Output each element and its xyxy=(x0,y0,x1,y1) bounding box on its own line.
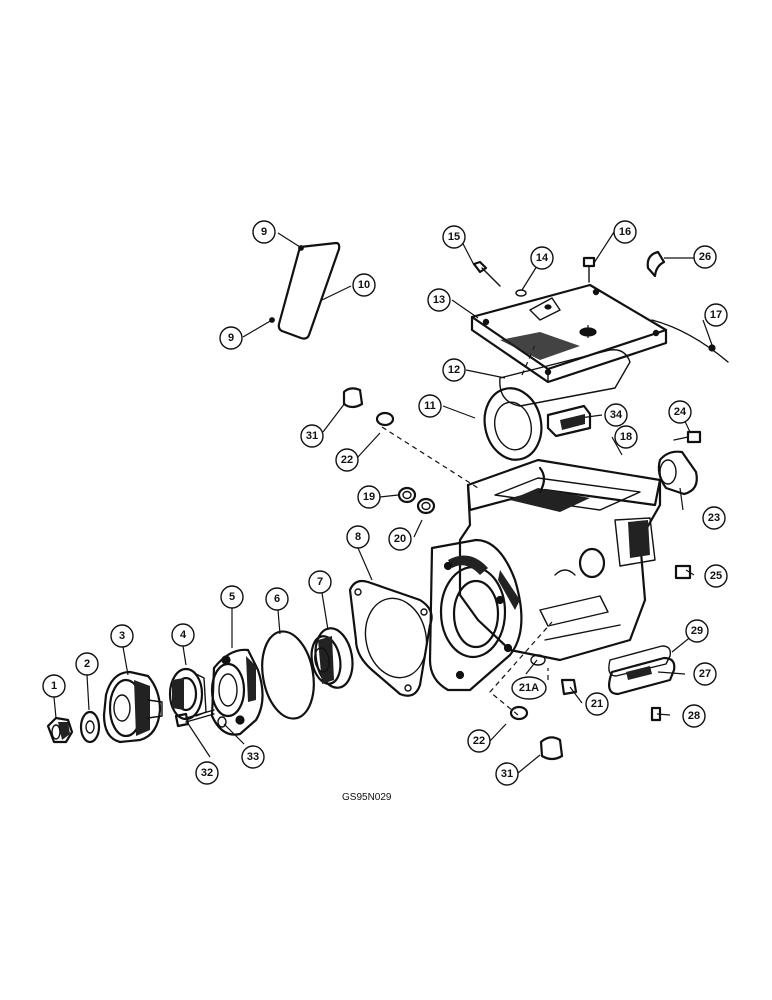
callout-3-label: 3 xyxy=(119,630,125,642)
callout-11-label: 11 xyxy=(424,400,436,412)
callout-4: 4 xyxy=(171,623,195,647)
callout-21: 21 xyxy=(585,692,609,716)
callout-28: 28 xyxy=(682,704,706,728)
bearing-7 xyxy=(310,627,354,689)
callout-23: 23 xyxy=(702,506,726,530)
callout-18-label: 18 xyxy=(620,431,632,443)
callout-1-label: 1 xyxy=(51,680,57,692)
small-hardware-top xyxy=(472,250,729,363)
callout-16-label: 16 xyxy=(619,226,631,238)
callout-26-label: 26 xyxy=(699,251,711,263)
callout-28-label: 28 xyxy=(688,710,700,722)
callout-22-lower: 22 xyxy=(467,729,491,753)
callout-34-label: 34 xyxy=(610,409,623,421)
callout-21a: 21A xyxy=(511,676,547,700)
callout-27: 27 xyxy=(693,662,717,686)
callout-1: 1 xyxy=(42,674,66,698)
callout-29: 29 xyxy=(685,619,709,643)
callout-9-top-label: 9 xyxy=(261,226,267,238)
callout-8: 8 xyxy=(346,525,370,549)
callout-5: 5 xyxy=(220,585,244,609)
callout-8-label: 8 xyxy=(355,531,361,543)
callout-4-label: 4 xyxy=(180,629,187,641)
nut-1 xyxy=(46,716,74,744)
drawing-code: GS95N029 xyxy=(342,792,392,803)
gasket-8 xyxy=(348,579,433,697)
callout-12: 12 xyxy=(442,358,466,382)
callout-19-label: 19 xyxy=(363,491,375,503)
callout-12-label: 12 xyxy=(448,364,460,376)
leader-lines xyxy=(53,231,713,774)
callout-32: 32 xyxy=(195,761,219,785)
callout-13-label: 13 xyxy=(433,294,445,306)
callout-25-label: 25 xyxy=(710,570,722,582)
callout-7: 7 xyxy=(308,570,332,594)
callout-21a-label: 21A xyxy=(519,682,539,694)
callout-2: 2 xyxy=(75,652,99,676)
callout-23-label: 23 xyxy=(708,512,720,524)
transmission-housing-18 xyxy=(428,458,662,692)
callout-33-label: 33 xyxy=(247,751,259,763)
cover-plate-10 xyxy=(269,241,341,340)
callout-32-label: 32 xyxy=(201,767,213,779)
callout-22-upper-label: 22 xyxy=(341,454,353,466)
o-ring-6 xyxy=(261,630,315,720)
callout-18: 18 xyxy=(614,425,638,449)
callout-16: 16 xyxy=(613,220,637,244)
callout-20: 20 xyxy=(388,527,412,551)
side-cover-parts xyxy=(607,645,676,722)
callout-3: 3 xyxy=(110,624,134,648)
callout-31-lower: 31 xyxy=(495,762,519,786)
retainer-5 xyxy=(210,648,264,736)
callout-25: 25 xyxy=(704,564,728,588)
plugs-and-washers xyxy=(342,387,578,761)
callout-31-upper-label: 31 xyxy=(306,430,318,442)
side-hardware xyxy=(657,430,702,580)
callout-13: 13 xyxy=(427,288,451,312)
callout-26: 26 xyxy=(693,245,717,269)
callout-7-label: 7 xyxy=(317,576,323,588)
callout-9-bottom: 9 xyxy=(219,326,243,350)
callout-19: 19 xyxy=(357,485,381,509)
callout-21-label: 21 xyxy=(591,698,603,710)
bearing-cone-4 xyxy=(168,667,207,721)
top-cover-13 xyxy=(470,283,668,384)
callout-17-label: 17 xyxy=(710,309,722,321)
callout-17: 17 xyxy=(704,303,728,327)
shift-block-34 xyxy=(546,404,592,438)
callout-34: 34 xyxy=(604,403,628,427)
washer-2 xyxy=(79,710,101,744)
gasket-11 xyxy=(483,387,543,461)
callout-24-label: 24 xyxy=(674,406,687,418)
callout-6-label: 6 xyxy=(274,593,280,605)
callout-2-label: 2 xyxy=(84,658,90,670)
callout-20-label: 20 xyxy=(394,533,406,545)
callout-31-upper: 31 xyxy=(300,424,324,448)
callout-33: 33 xyxy=(241,745,265,769)
callout-14-label: 14 xyxy=(536,252,549,264)
callout-31-lower-label: 31 xyxy=(501,768,513,780)
callout-10-label: 10 xyxy=(358,279,370,291)
callout-9-top: 9 xyxy=(252,220,276,244)
callout-22-upper: 22 xyxy=(335,448,359,472)
callout-15: 15 xyxy=(442,225,466,249)
callout-22-lower-label: 22 xyxy=(473,735,485,747)
callout-14: 14 xyxy=(530,246,554,270)
callout-29-label: 29 xyxy=(691,625,703,637)
flange-yoke-3 xyxy=(102,670,163,744)
callout-9-bottom-label: 9 xyxy=(228,332,234,344)
callout-6: 6 xyxy=(265,587,289,611)
callout-27-label: 27 xyxy=(699,668,711,680)
gasket-12 xyxy=(499,349,631,407)
callout-10: 10 xyxy=(352,273,376,297)
callout-11: 11 xyxy=(418,394,442,418)
callout-24: 24 xyxy=(668,400,692,424)
callout-15-label: 15 xyxy=(448,231,460,243)
callout-5-label: 5 xyxy=(229,591,235,603)
